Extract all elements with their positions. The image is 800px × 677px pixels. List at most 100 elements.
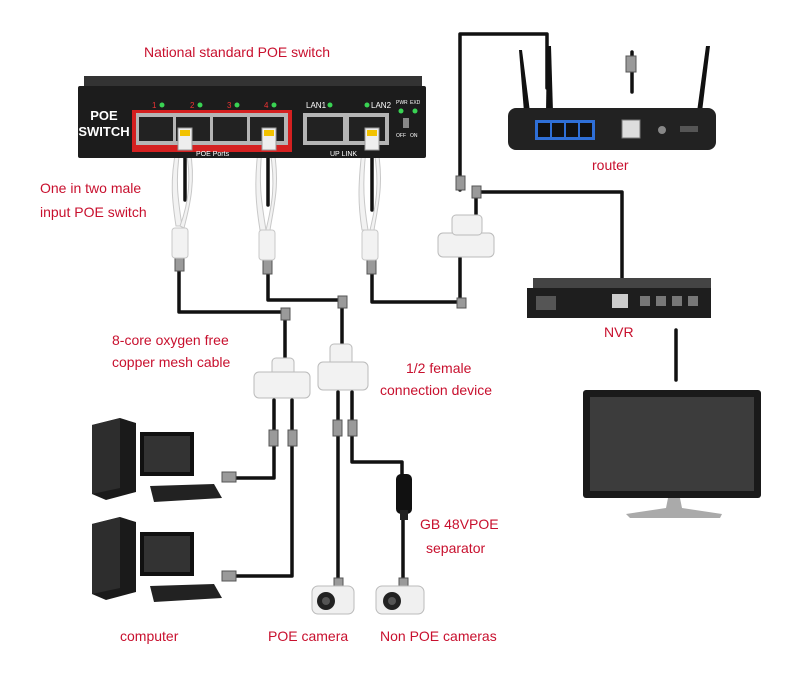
label-one-in-two-line2: input POE switch (40, 204, 147, 220)
router-antenna-1 (519, 50, 530, 112)
port-number-4: 4 (264, 101, 269, 110)
pwr-led (398, 108, 404, 114)
rj45-plug (221, 471, 237, 483)
nvr-port (612, 294, 628, 308)
cable-computer-2 (230, 398, 294, 578)
rj45-plug (268, 429, 279, 447)
poe-camera (311, 585, 355, 615)
poe-switch: POE SWITCH 1 2 3 4 POE Ports LAN1 LAN2 (78, 76, 426, 158)
label-cable-line1: 8-core oxygen free (112, 332, 229, 348)
router-port (538, 123, 550, 137)
router-port (552, 123, 564, 137)
label-separator-line2: separator (426, 540, 486, 556)
router-wan-port (621, 119, 641, 139)
rj45-plug (337, 295, 348, 309)
coupler-body (437, 232, 495, 258)
splitter-cable-1b (179, 149, 193, 229)
rj45-plug (332, 419, 343, 437)
nvr (527, 278, 711, 318)
pwr-label: PWR (396, 100, 408, 106)
router-coupler (437, 214, 495, 258)
nvr-io (672, 296, 682, 306)
non-poe-camera (375, 585, 425, 615)
monitor-2-screen (144, 536, 190, 572)
computer-1 (92, 418, 222, 502)
rj45-plug (456, 297, 467, 309)
lan2-led (364, 102, 370, 108)
switch-brand-line1: POE (90, 108, 118, 123)
label-nvr: NVR (604, 324, 634, 340)
poe-port-1 (139, 117, 173, 141)
separator-tail (400, 510, 408, 520)
monitor-screen (590, 397, 754, 491)
port-led-2 (197, 102, 203, 108)
poe-separator (396, 474, 412, 520)
port-led-4 (271, 102, 277, 108)
monitor (583, 390, 761, 518)
rj45-plug (455, 175, 466, 191)
router-port (580, 123, 592, 137)
ext-led (412, 108, 418, 114)
separator-body (396, 474, 412, 514)
switch-plug-yellow-lan2 (367, 130, 377, 136)
router-button (680, 126, 698, 132)
monitor-stand (626, 498, 722, 518)
nvr-io (688, 296, 698, 306)
label-female-line1: 1/2 female (406, 360, 472, 376)
monitor-1-screen (144, 436, 190, 472)
label-poe-switch: National standard POE switch (144, 44, 330, 60)
female-splitter-2-body (317, 361, 369, 391)
coupler-neck (451, 214, 483, 236)
cable-computer-1 (230, 398, 276, 480)
keyboard-1 (150, 484, 222, 502)
cable-nvr (474, 190, 624, 284)
label-separator-line1: GB 48VPOE (420, 516, 499, 532)
female-splitters (253, 343, 369, 399)
rj45-plug (287, 429, 298, 447)
on-label: ON (410, 133, 418, 139)
splitter-cable-3 (358, 149, 369, 231)
rj45-plug (471, 185, 482, 199)
port-led-3 (234, 102, 240, 108)
ext-label: EXD (410, 100, 421, 106)
poe-ports-label: POE Ports (196, 151, 230, 158)
cable-lan2-lower (370, 256, 462, 304)
switch-brand-line2: SWITCH (78, 124, 129, 139)
lan1-label: LAN1 (306, 101, 327, 110)
label-computer: computer (120, 628, 179, 644)
label-non-poe-cameras: Non POE cameras (380, 628, 497, 644)
nvr-fan (536, 296, 556, 310)
label-poe-camera: POE camera (268, 628, 349, 644)
lan1-led (327, 102, 333, 108)
nvr-top (533, 278, 711, 290)
router-antenna-3 (697, 46, 710, 112)
router-port (566, 123, 578, 137)
nvr-io (640, 296, 650, 306)
rj45-plug (221, 570, 237, 582)
rj45-plug (625, 55, 637, 73)
computer-2 (92, 517, 222, 602)
router-antenna-2 (546, 46, 553, 112)
switch-plug-yellow-1 (180, 130, 190, 136)
keyboard-2 (150, 584, 222, 602)
label-cable-line2: copper mesh cable (112, 354, 231, 370)
poe-port-3 (213, 117, 247, 141)
nvr-io (656, 296, 666, 306)
router (508, 46, 716, 150)
female-splitter-1-body (253, 371, 311, 399)
port-number-3: 3 (227, 101, 232, 110)
tower-2-face (92, 517, 120, 594)
port-number-2: 2 (190, 101, 195, 110)
rj45-plug (280, 307, 291, 321)
uplink-label: UP LINK (330, 151, 357, 158)
label-one-in-two-line1: One in two male (40, 180, 142, 196)
dip-switch (403, 118, 409, 128)
poe-camera-lens-inner (322, 597, 330, 605)
uplink-port-1 (307, 117, 343, 141)
label-female-line2: connection device (380, 382, 493, 398)
rj45-plug (347, 419, 358, 437)
non-poe-camera-lens-inner (388, 597, 396, 605)
splitter-body-1 (171, 227, 189, 259)
splitter-cable-2 (255, 149, 267, 231)
